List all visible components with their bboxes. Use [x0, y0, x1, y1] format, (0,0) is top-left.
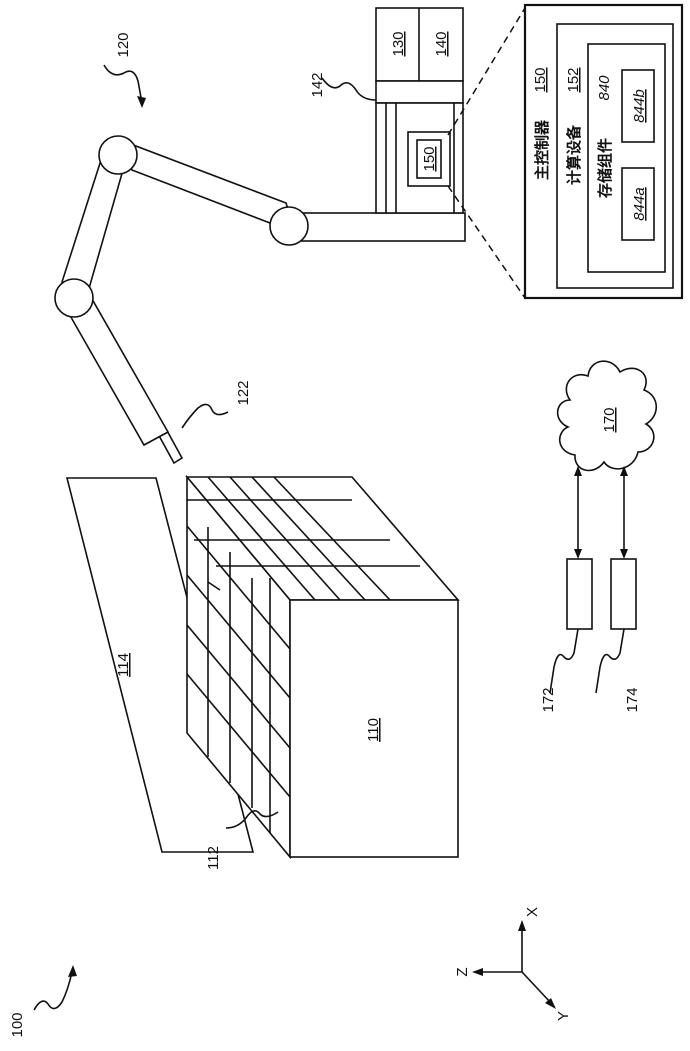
figure-100-label: 100 [9, 1012, 26, 1037]
computing-title: 计算设备 [565, 124, 583, 185]
panel-114-label: 114 [115, 653, 132, 677]
callout-line-bottom [447, 185, 526, 299]
unit-140-label: 140 [433, 31, 450, 56]
axis-z-label: Z [454, 967, 471, 976]
unit-130-label: 130 [390, 31, 407, 56]
frame-142-label: 142 [309, 72, 326, 97]
cloud-170-label: 170 [601, 407, 618, 432]
storage-840-number: 840 [596, 75, 613, 101]
controller-150-number: 150 [532, 67, 549, 92]
panel-114: 114 [65, 477, 255, 853]
box-110-label: 110 [365, 718, 382, 742]
frame-142-leader [321, 77, 377, 101]
axis-x-label: X [524, 907, 541, 917]
controller-150-small-label: 150 [421, 146, 438, 171]
frame-142: 130 140 150 142 [309, 7, 464, 214]
controller-title: 主控制器 [533, 119, 551, 180]
computing-152-number: 152 [565, 67, 582, 92]
box-110: 110 112 [185, 474, 460, 870]
memory-844b-label: 844b [631, 89, 648, 122]
device-174: 174 [595, 558, 641, 713]
memory-844a-label: 844a [631, 187, 648, 220]
tool-122-label: 122 [235, 380, 252, 405]
grid-112 [186, 476, 420, 833]
grid-112-leader [225, 810, 279, 829]
cloud-170: 170 [556, 360, 658, 472]
axes-triad: X Z Y [454, 907, 572, 1021]
device-172: 172 [540, 558, 593, 713]
storage-title: 存储组件 [596, 138, 614, 198]
axis-y-label: Y [555, 1011, 572, 1021]
robot-120-label: 120 [115, 32, 132, 57]
controller-detail-150: 主控制器 150 计算设备 152 存储组件 840 844a 844b [523, 3, 684, 300]
robot-arm-120: 120 122 [54, 32, 466, 465]
device-links [574, 466, 628, 559]
figure-100: 100 [9, 965, 77, 1038]
callout-line-top [447, 7, 526, 136]
grid-112-label: 112 [205, 846, 222, 870]
device-172-label: 172 [540, 687, 557, 712]
robot-120-leader [103, 64, 143, 104]
tool-122-leader [181, 403, 229, 429]
device-174-label: 174 [624, 687, 641, 712]
